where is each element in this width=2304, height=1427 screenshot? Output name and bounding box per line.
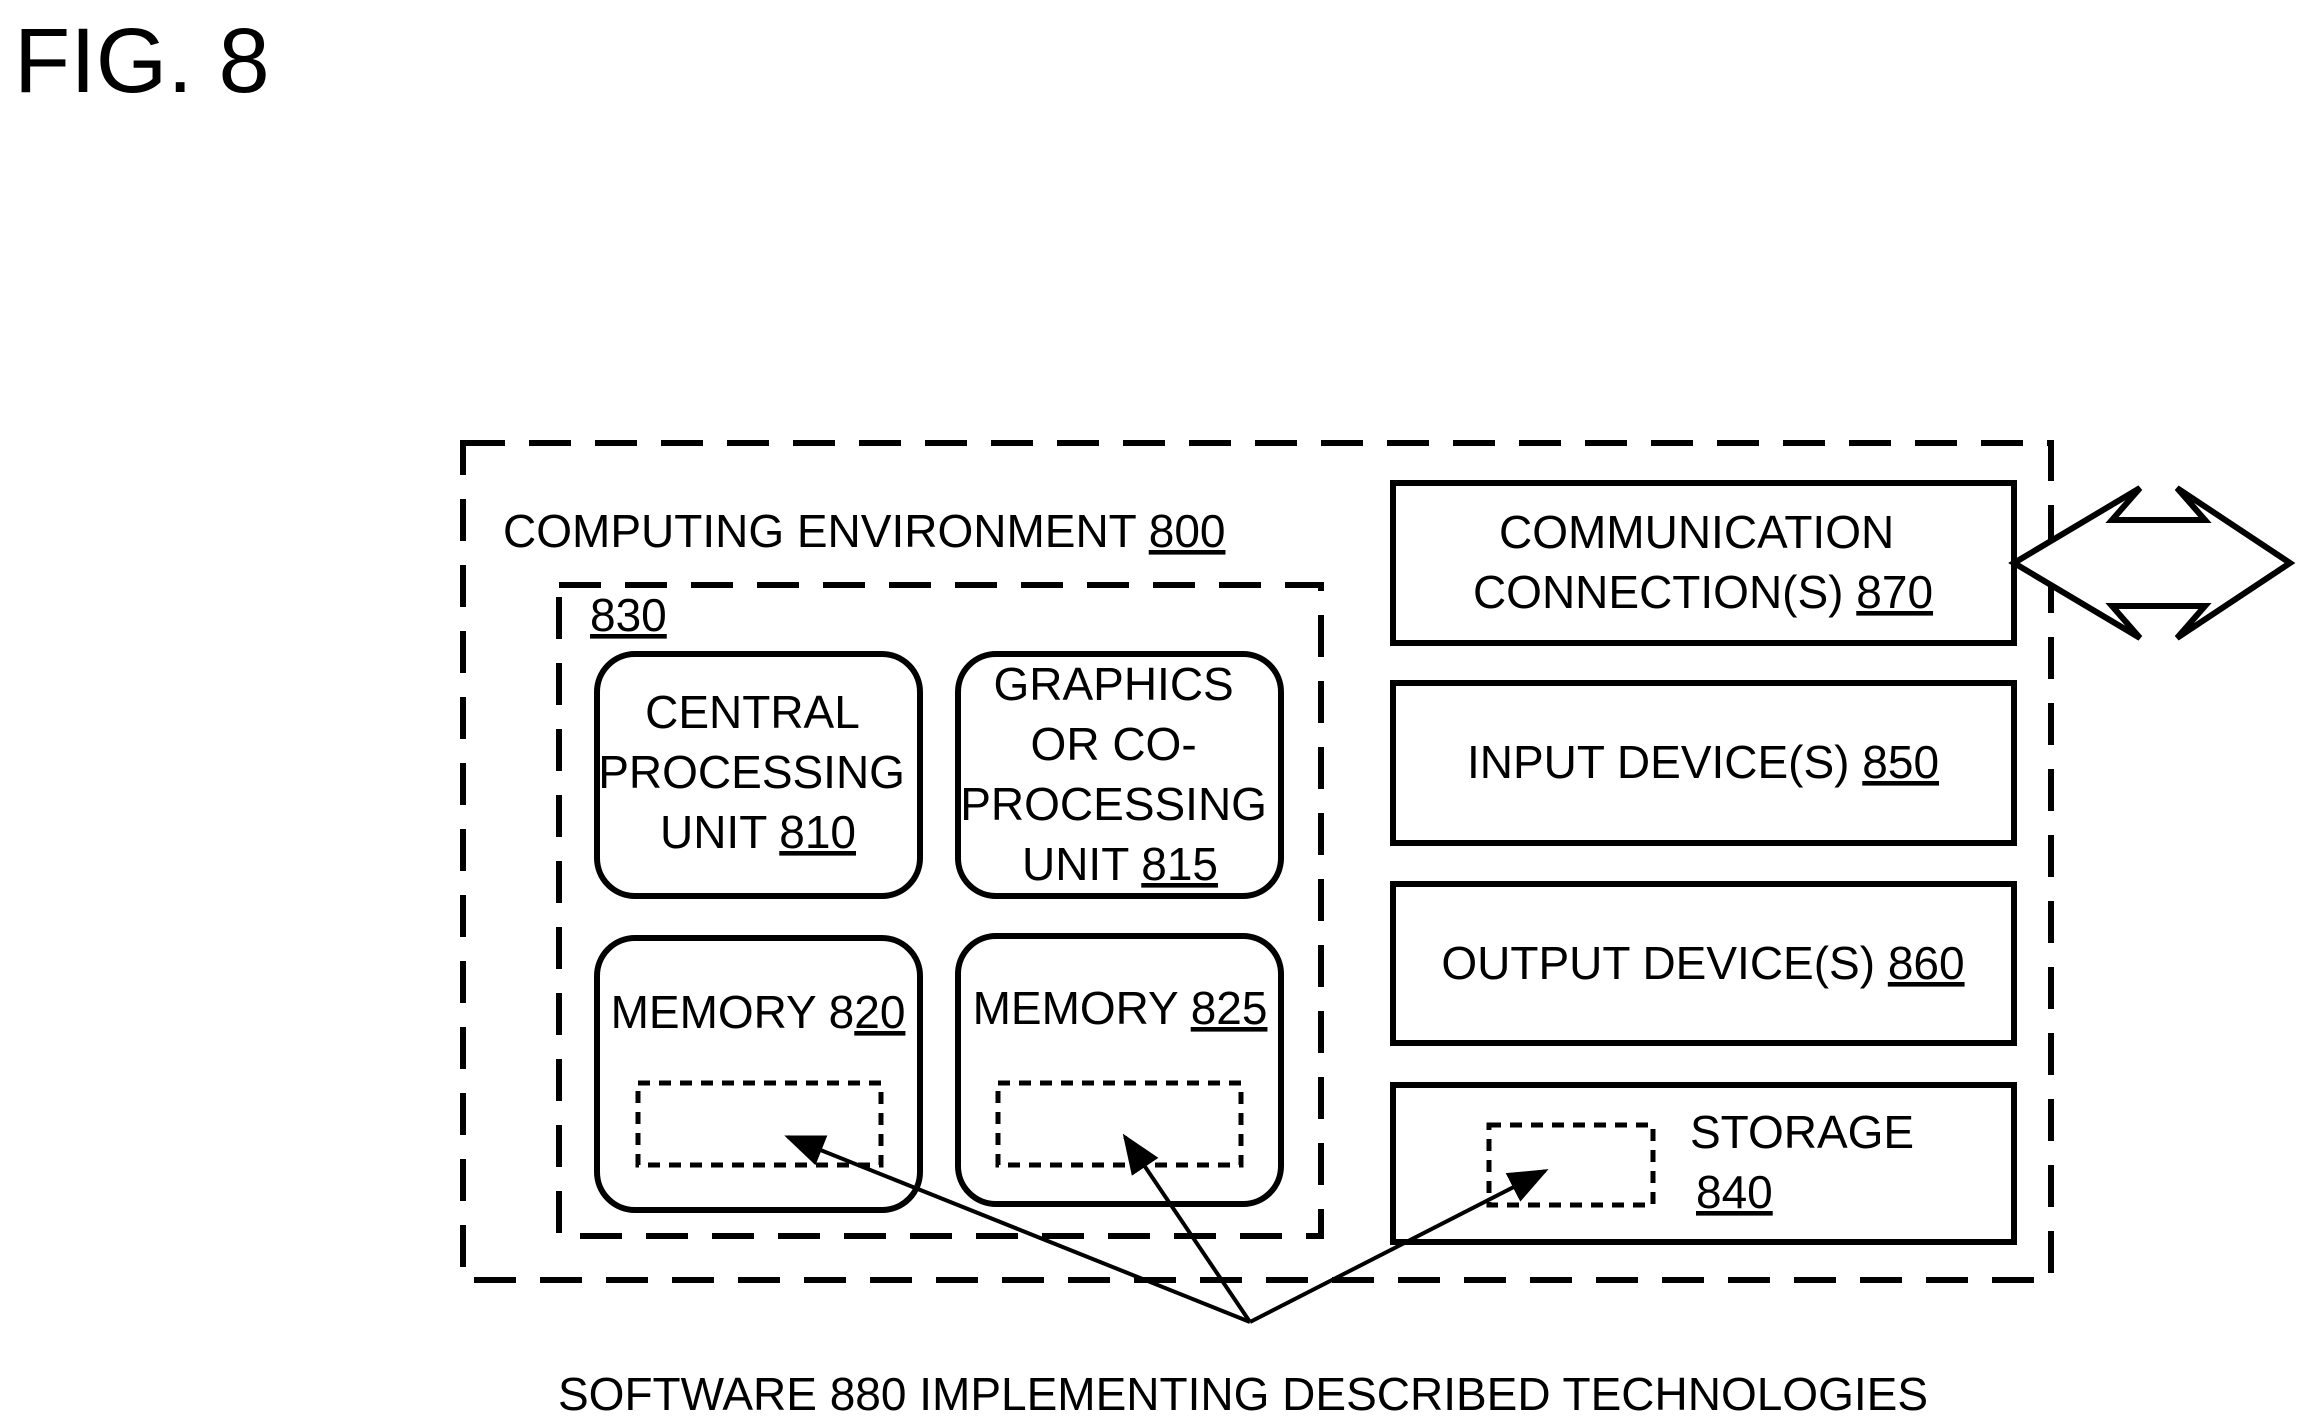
gpu-label: GRAPHICS OR CO- PROCESSING UNIT 815 <box>960 658 1280 890</box>
input-devices-text: INPUT DEVICE(S) <box>1467 736 1862 788</box>
gpu-line1: GRAPHICS <box>993 658 1233 710</box>
communication-connection-label: COMMUNICATION CONNECTION(S) 870 <box>1473 506 1933 618</box>
memory-820-label: MEMORY 820 <box>611 986 906 1038</box>
output-devices-ref: 860 <box>1888 937 1965 989</box>
computing-environment-label: COMPUTING ENVIRONMENT 800 <box>503 505 1225 557</box>
output-devices-text: OUTPUT DEVICE(S) <box>1441 937 1887 989</box>
communication-double-arrow <box>2014 488 2290 638</box>
gpu-ref: 815 <box>1141 838 1218 890</box>
memory-825-software-slot <box>998 1083 1241 1165</box>
gpu-line4: UNIT <box>1022 838 1141 890</box>
communication-line2: CONNECTION(S) <box>1473 566 1856 618</box>
storage-ref: 840 <box>1696 1166 1773 1218</box>
software-arrow-to-storage <box>1250 1171 1545 1322</box>
communication-line1: COMMUNICATION <box>1499 506 1894 558</box>
computing-environment-text: COMPUTING ENVIRONMENT <box>503 505 1149 557</box>
memory-825-text: MEMORY <box>973 982 1191 1034</box>
storage-label: STORAGE <box>1690 1106 1914 1158</box>
memory-825-ref: 825 <box>1191 982 1268 1034</box>
figure-title: FIG. 8 <box>14 10 270 112</box>
cpu-ref: 810 <box>779 806 856 858</box>
computing-environment-ref: 800 <box>1149 505 1226 557</box>
output-devices-label: OUTPUT DEVICE(S) 860 <box>1441 937 1964 989</box>
communication-ref: 870 <box>1856 566 1933 618</box>
cpu-label: CENTRAL PROCESSING UNIT 810 <box>598 686 918 858</box>
input-devices-ref: 850 <box>1862 736 1939 788</box>
gpu-line2: OR CO- <box>1031 718 1197 770</box>
cpu-line2: PROCESSING <box>598 746 905 798</box>
memory-820-text: MEMORY 8 <box>611 986 855 1038</box>
processing-group-ref: 830 <box>590 589 667 641</box>
input-devices-label: INPUT DEVICE(S) 850 <box>1467 736 1939 788</box>
memory-820-software-slot <box>638 1083 881 1165</box>
memory-820-ref: 20 <box>854 986 905 1038</box>
storage-software-slot <box>1489 1125 1653 1205</box>
software-label: SOFTWARE 880 IMPLEMENTING DESCRIBED TECH… <box>558 1368 1928 1420</box>
memory-825-label: MEMORY 825 <box>973 982 1268 1034</box>
cpu-line3: UNIT <box>660 806 779 858</box>
cpu-line1: CENTRAL <box>645 686 859 738</box>
gpu-line3: PROCESSING <box>960 778 1267 830</box>
